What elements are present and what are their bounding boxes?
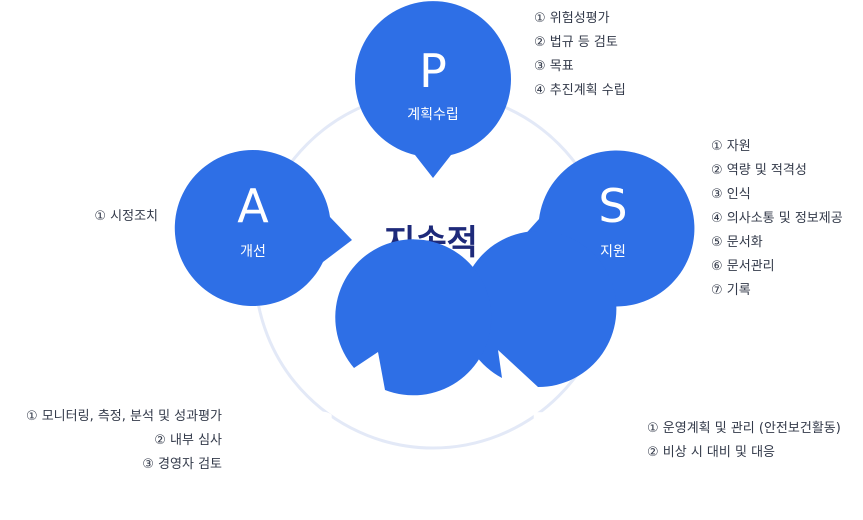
node-p-letter: P: [419, 44, 447, 98]
node-c-shape: [335, 239, 492, 396]
node-c-item: ③ 경영자 검토: [142, 457, 222, 472]
node-d-item: ① 운영계획 및 관리 (안전보건활동): [647, 421, 841, 436]
node-p: P 계획수립: [355, 1, 511, 178]
node-p-item: ④ 추진계획 수립: [534, 83, 626, 98]
node-c: C 점검: [302, 239, 492, 480]
node-p-item: ② 법규 등 검토: [534, 35, 618, 50]
node-p-item: ① 위험성평가: [534, 11, 610, 26]
node-s-item: ⑦ 기록: [711, 283, 751, 298]
node-d-item: ② 비상 시 대비 및 대응: [647, 445, 775, 460]
node-d-label: 실행: [534, 464, 560, 480]
node-s-item: ⑤ 문서화: [711, 235, 763, 250]
node-a-letter: A: [237, 179, 269, 233]
node-p-label: 계획수립: [407, 107, 459, 123]
node-s-item: ④ 의사소통 및 정보제공: [711, 211, 843, 226]
node-a-list: ① 시정조치: [94, 209, 158, 224]
node-s-item: ③ 인식: [711, 187, 751, 202]
node-a-shape: [174, 150, 352, 307]
node-c-item: ① 모니터링, 측정, 분석 및 성과평가: [26, 409, 222, 424]
node-s-item: ② 역량 및 적격성: [711, 163, 807, 178]
node-c-label: 점검: [305, 464, 331, 480]
node-c-list: ① 모니터링, 측정, 분석 및 성과평가 ② 내부 심사 ③ 경영자 검토: [26, 409, 222, 472]
node-d: D 실행: [460, 231, 617, 480]
node-c-item: ② 내부 심사: [154, 433, 222, 448]
node-p-list: ① 위험성평가 ② 법규 등 검토 ③ 목표 ④ 추진계획 수립: [534, 11, 626, 98]
node-p-shape: [355, 1, 511, 178]
node-a-label: 개선: [240, 244, 266, 260]
node-s-item: ⑥ 문서관리: [711, 259, 775, 274]
node-d-letter: D: [529, 403, 564, 457]
node-a: A 개선: [174, 150, 352, 307]
node-p-item: ③ 목표: [534, 59, 574, 74]
node-c-letter: C: [302, 403, 334, 457]
node-a-item: ① 시정조치: [94, 209, 158, 224]
node-s-letter: S: [598, 179, 627, 233]
node-s-item: ① 자원: [711, 139, 751, 154]
node-s-list: ① 자원 ② 역량 및 적격성 ③ 인식 ④ 의사소통 및 정보제공 ⑤ 문서화…: [711, 139, 843, 298]
node-d-shape: [460, 231, 617, 388]
node-s-label: 지원: [600, 244, 626, 260]
node-d-list: ① 운영계획 및 관리 (안전보건활동) ② 비상 시 대비 및 대응: [647, 421, 841, 460]
